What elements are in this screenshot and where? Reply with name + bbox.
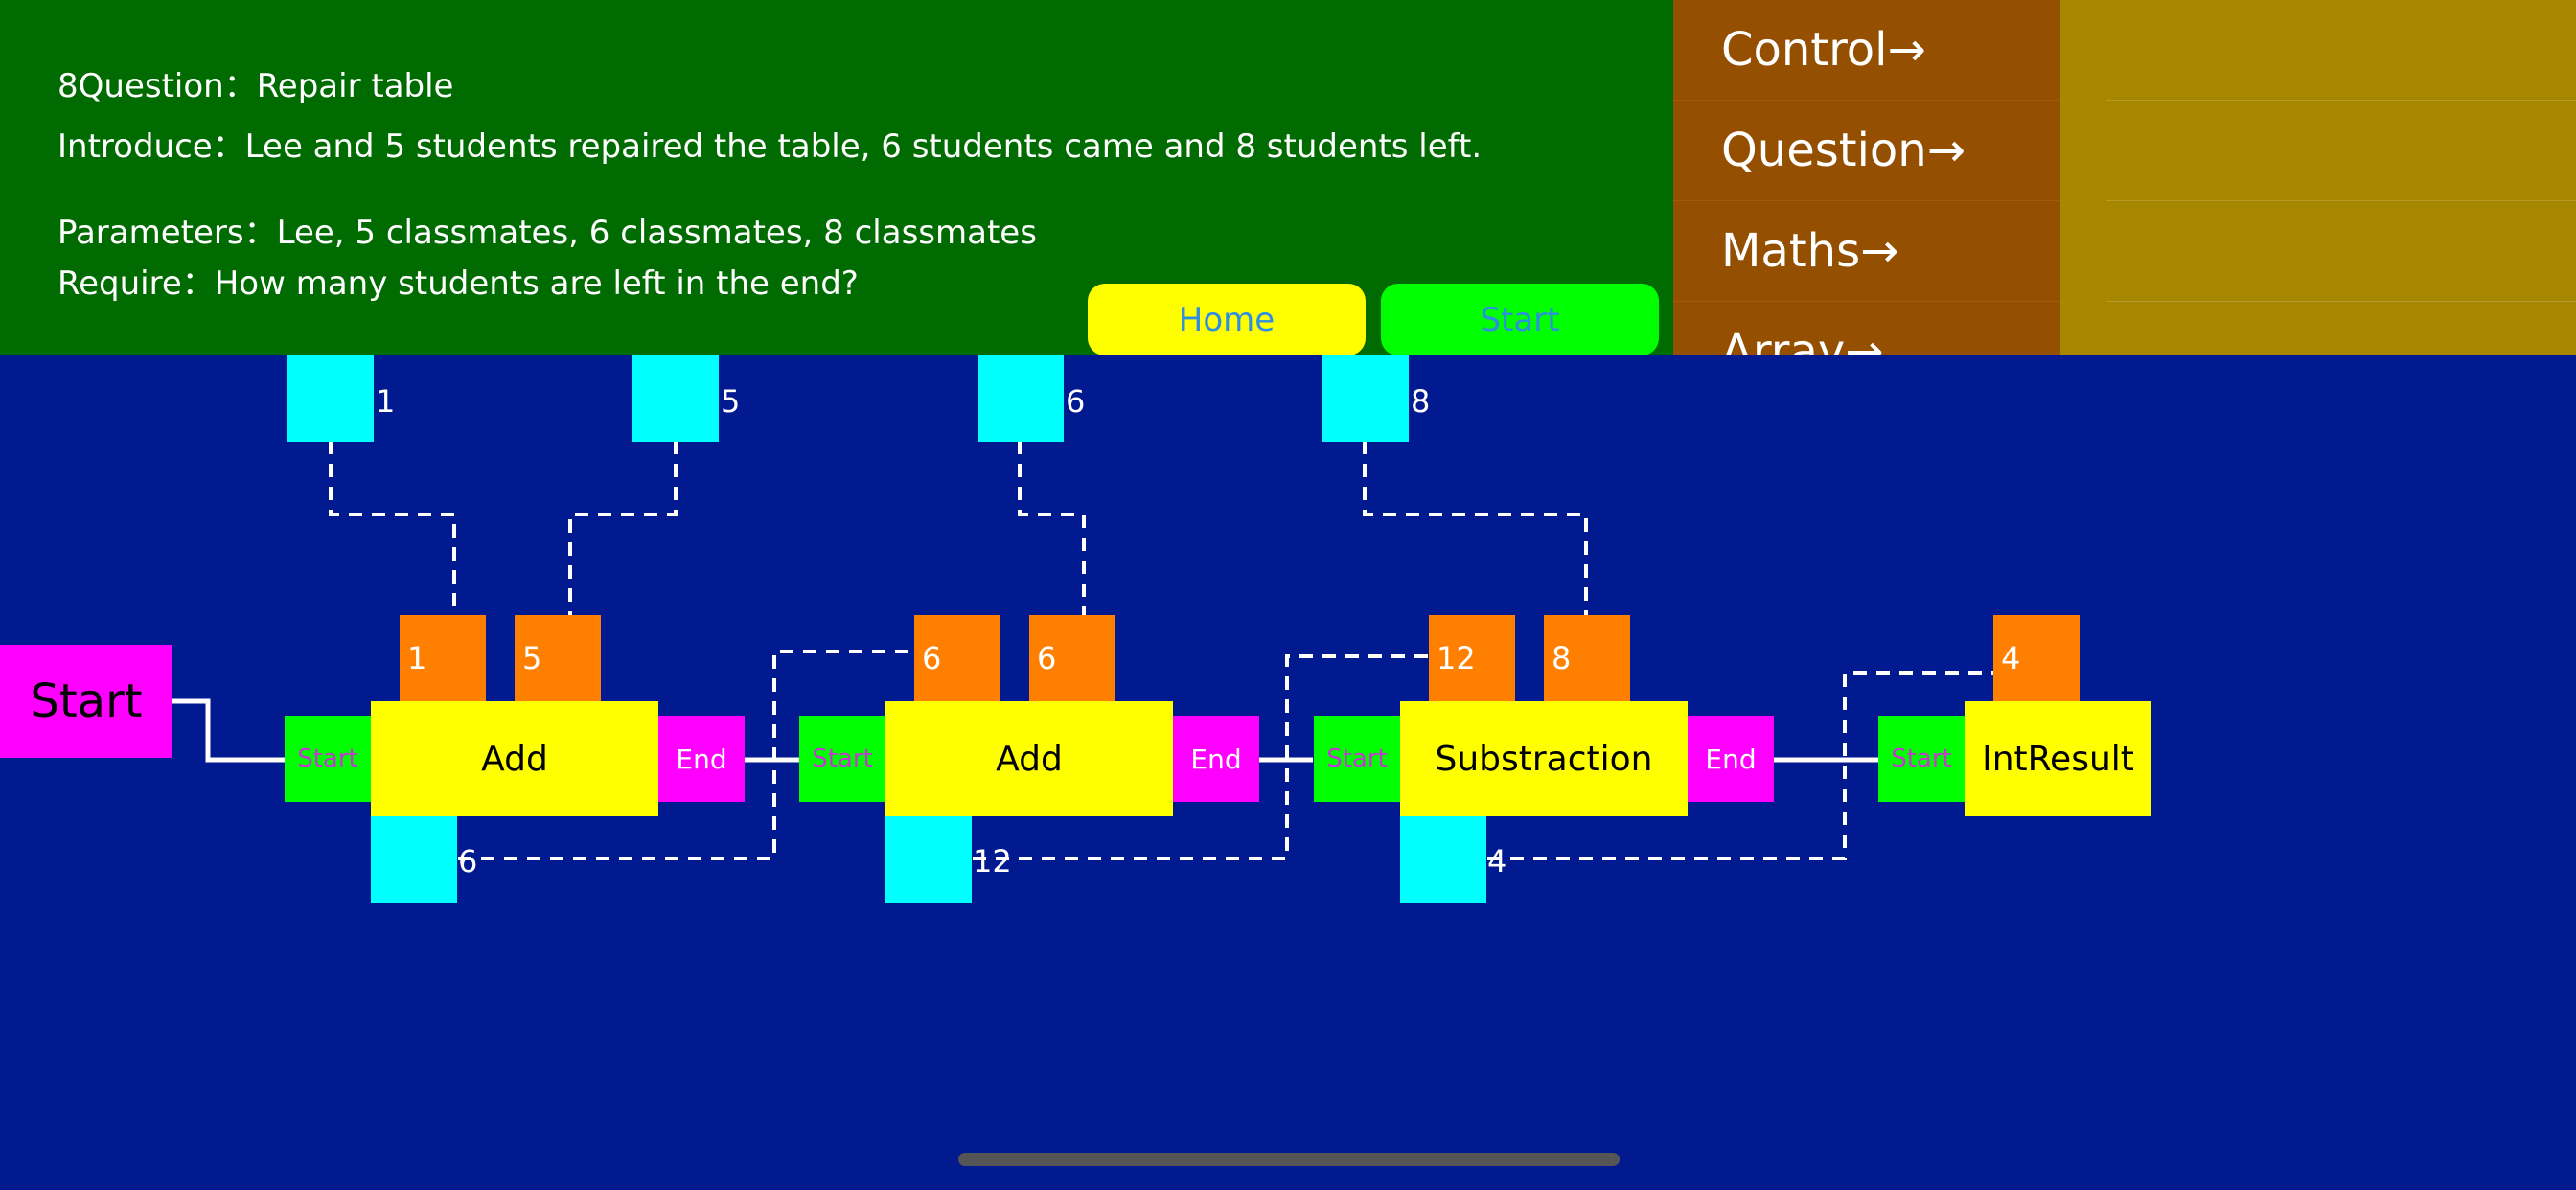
sub-output-box[interactable]: [1400, 816, 1486, 903]
add1-start-port[interactable]: Start: [285, 716, 371, 802]
sub-start-port[interactable]: Start: [1314, 716, 1400, 802]
add1-block[interactable]: Add: [371, 701, 658, 816]
input-box-4[interactable]: [1322, 355, 1409, 442]
input-value-2: 5: [721, 383, 741, 420]
add1-output-value: 6: [458, 843, 478, 880]
add1-output-box[interactable]: [371, 816, 457, 903]
add2-input-2[interactable]: 6: [1029, 615, 1116, 701]
sub-input-2[interactable]: 8: [1544, 615, 1630, 701]
add2-block[interactable]: Add: [886, 701, 1173, 816]
home-indicator[interactable]: [958, 1153, 1620, 1166]
question-title: 8Question：Repair table: [58, 67, 454, 105]
start-button[interactable]: Start: [1381, 284, 1659, 355]
sub-menu-divider: [2106, 301, 2576, 302]
input-box-2[interactable]: [632, 355, 719, 442]
add2-end-port[interactable]: End: [1173, 716, 1259, 802]
menu-item-array[interactable]: Array→: [1673, 302, 2060, 355]
start-node[interactable]: Start: [0, 645, 172, 758]
input-value-3: 6: [1066, 383, 1086, 420]
add1-input-1[interactable]: 1: [400, 615, 486, 701]
add2-start-port[interactable]: Start: [799, 716, 886, 802]
menu-item-control[interactable]: Control→: [1673, 0, 2060, 101]
sub-output-value: 4: [1487, 843, 1507, 880]
int-result-block[interactable]: IntResult: [1965, 701, 2151, 816]
sub-input-1[interactable]: 12: [1429, 615, 1515, 701]
input-value-1: 1: [376, 383, 396, 420]
add1-input-2[interactable]: 5: [515, 615, 601, 701]
add1-end-port[interactable]: End: [658, 716, 745, 802]
sub-menu-panel: [2060, 0, 2576, 355]
sub-menu-divider: [2106, 200, 2576, 201]
result-input[interactable]: 4: [1993, 615, 2080, 701]
sub-menu-divider: [2106, 100, 2576, 101]
category-menu: Control→ Question→ Maths→ Array→: [1673, 0, 2060, 355]
question-header: 8Question：Repair table Introduce：Lee and…: [0, 0, 1673, 355]
question-require: Require：How many students are left in th…: [58, 264, 859, 303]
menu-item-question[interactable]: Question→: [1673, 101, 2060, 201]
question-introduce: Introduce：Lee and 5 students repaired th…: [58, 127, 1483, 166]
input-box-3[interactable]: [978, 355, 1064, 442]
result-start-port[interactable]: Start: [1878, 716, 1965, 802]
input-value-4: 8: [1411, 383, 1431, 420]
input-box-1[interactable]: [288, 355, 374, 442]
sub-end-port[interactable]: End: [1688, 716, 1774, 802]
add2-input-1[interactable]: 6: [914, 615, 1000, 701]
sub-block[interactable]: Substraction: [1400, 701, 1688, 816]
add2-output-box[interactable]: [886, 816, 972, 903]
home-button[interactable]: Home: [1088, 284, 1366, 355]
add2-output-value: 12: [973, 843, 1012, 880]
question-parameters: Parameters：Lee, 5 classmates, 6 classmat…: [58, 214, 1037, 252]
menu-item-maths[interactable]: Maths→: [1673, 201, 2060, 302]
